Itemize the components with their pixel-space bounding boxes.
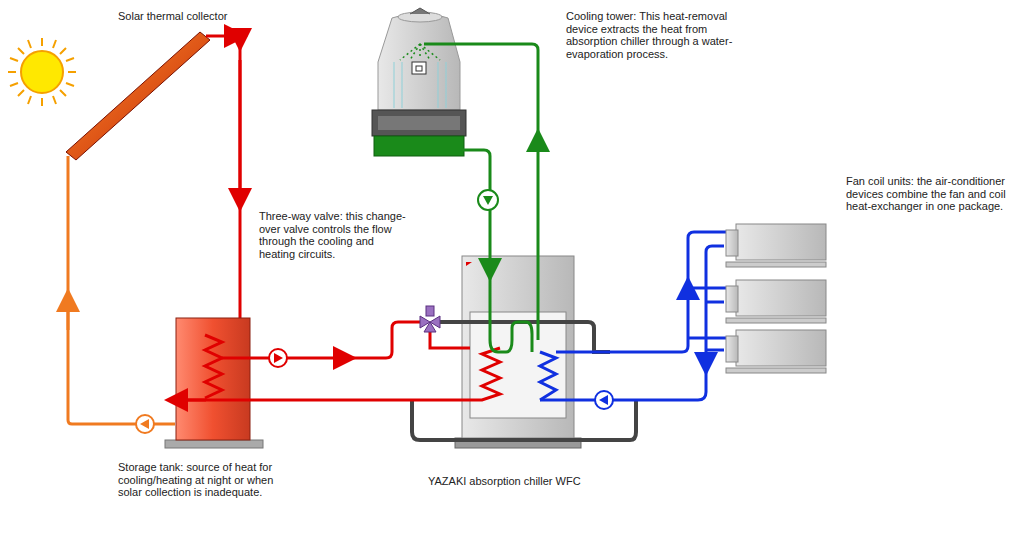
annotation-text: Three-way valve: this change-over valve …	[259, 210, 409, 260]
annotation-text: Cooling tower: This heat-removal device …	[566, 10, 734, 60]
bypass-pipe	[412, 322, 636, 440]
sun	[8, 38, 76, 106]
pump-arrow	[483, 196, 493, 205]
three-way-valve	[420, 306, 440, 332]
chilled-water-pipe	[540, 232, 740, 400]
cooling-water-pipe	[424, 44, 538, 352]
pump-arrow	[274, 353, 283, 363]
heating-pipe	[176, 322, 500, 400]
pump	[478, 190, 498, 210]
pump	[595, 391, 613, 409]
component-label: Solar thermal collector	[118, 10, 318, 23]
storage-tank	[165, 318, 263, 448]
pump-arrow	[140, 419, 149, 429]
cooling-tower	[372, 8, 466, 156]
fan-coil-unit	[726, 224, 826, 373]
component-label: YAZAKI absorption chiller WFC	[428, 475, 648, 488]
annotation-text: Fan coil units: the air-conditioner devi…	[846, 175, 1016, 213]
pump-arrow	[599, 395, 608, 405]
flow-arrow	[335, 357, 345, 360]
pump	[269, 349, 287, 367]
annotation-text: Storage tank: source of heat for cooling…	[118, 461, 278, 499]
solar-collector	[66, 32, 210, 160]
pump	[136, 415, 154, 433]
